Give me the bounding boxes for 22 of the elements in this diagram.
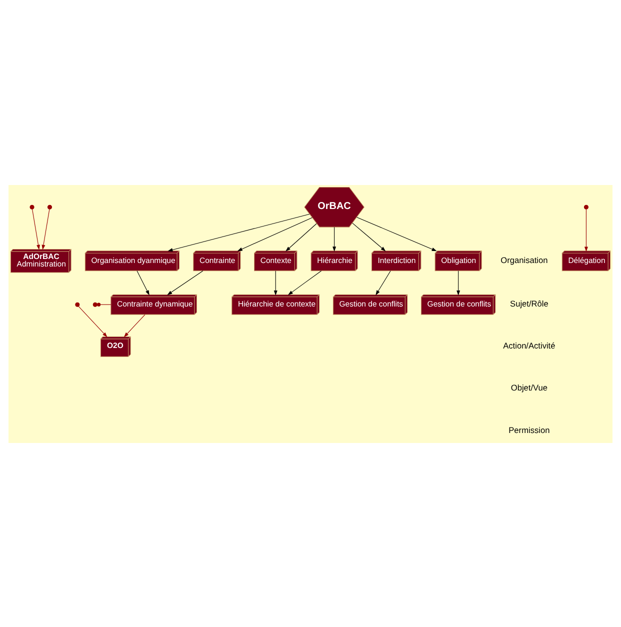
arrow [32, 208, 40, 250]
label: Action/Activité [503, 340, 556, 350]
label: Permission [508, 424, 550, 434]
arrow [136, 270, 150, 295]
arrow [42, 208, 50, 250]
arrow [584, 208, 588, 252]
label: Organisation [500, 254, 548, 264]
arrow [288, 270, 322, 295]
arrow [286, 222, 317, 251]
arrow [168, 213, 310, 251]
arrow [456, 270, 460, 295]
arrow [167, 270, 204, 295]
arrow [376, 270, 391, 295]
arrow [332, 226, 336, 252]
arrow [274, 270, 278, 295]
arrow [124, 314, 146, 337]
arrow [352, 222, 386, 251]
label: Objet/Vue [510, 382, 548, 392]
label: Sujet/Rôle [510, 298, 548, 308]
arrow [237, 216, 312, 251]
arrow [356, 216, 437, 251]
arrow [78, 306, 108, 337]
